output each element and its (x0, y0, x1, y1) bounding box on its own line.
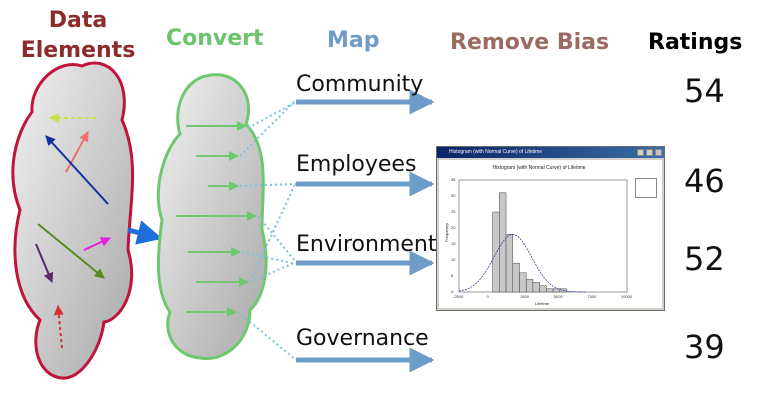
histogram-bar (505, 234, 514, 293)
x-tick-label: 2500 (520, 294, 530, 299)
rating-employees: 46 (684, 162, 725, 200)
data-elements-cloud (11, 61, 135, 380)
category-employees: Employees (296, 152, 417, 177)
header-data-elements-line1: Data (48, 8, 108, 33)
y-tick-label: 25 (451, 209, 456, 214)
histogram-bar (519, 272, 527, 293)
y-tick-label: 0 (451, 289, 454, 294)
arrow-red-dotted (53, 305, 64, 349)
y-tick-label: 20 (451, 225, 456, 230)
x-tick-label: 5000 (553, 294, 563, 299)
mapping-lines (237, 99, 297, 361)
histogram-window[interactable]: Histogram (with Normal Curve) of Lifetim… (436, 146, 665, 311)
x-tick-label: 0 (486, 294, 489, 299)
category-governance: Governance (296, 326, 429, 351)
maximize-icon[interactable] (646, 149, 653, 156)
category-community: Community (296, 72, 424, 97)
y-tick-label: 35 (451, 177, 456, 182)
y-tick-label: 5 (451, 273, 454, 278)
rating-environment: 52 (684, 240, 725, 278)
header-map: Map (327, 28, 380, 53)
arrow-purple (35, 243, 54, 283)
histogram-legend (635, 178, 657, 198)
histogram-bar (539, 285, 547, 293)
x-tick-label: 10000 (621, 294, 633, 299)
convert-arrow (127, 220, 163, 245)
histogram-x-label: Lifetime (535, 301, 550, 306)
convert-arrows (176, 121, 257, 317)
histogram-bar (512, 262, 520, 293)
y-tick-label: 10 (451, 257, 456, 262)
histogram-plot-title: Histogram (with Normal Curve) of Lifetim… (492, 165, 586, 171)
x-tick-label: 7500 (587, 294, 597, 299)
category-environment: Environment (296, 232, 437, 257)
header-data-elements: Data Elements (8, 6, 148, 66)
arrow-salmon (65, 131, 89, 173)
histogram-bar (546, 288, 554, 293)
y-tick-label: 30 (451, 193, 456, 198)
header-data-elements-line2: Elements (20, 38, 136, 63)
histogram-chart (458, 179, 628, 293)
arrow-green (37, 223, 105, 279)
histogram-bar (532, 282, 540, 293)
histogram-window-title: Histogram (with Normal Curve) of Lifetim… (449, 149, 543, 155)
rating-community: 54 (684, 72, 725, 110)
histogram-plot-area: Histogram (with Normal Curve) of Lifetim… (439, 160, 662, 308)
histogram-bar (552, 288, 561, 293)
rating-governance: 39 (684, 328, 725, 366)
x-tick-label: -2500 (453, 294, 464, 299)
arrow-blue (45, 135, 109, 205)
minimize-icon[interactable] (637, 149, 644, 156)
header-convert: Convert (166, 26, 264, 51)
histogram-bar (499, 192, 507, 293)
arrow-magenta (83, 237, 111, 251)
histogram-bar (525, 278, 534, 293)
map-arrows (296, 89, 435, 373)
histogram-bar (492, 211, 500, 293)
histogram-titlebar[interactable]: Histogram (with Normal Curve) of Lifetim… (437, 147, 664, 158)
normal-curve (458, 234, 587, 293)
header-ratings: Ratings (648, 30, 743, 55)
header-remove-bias: Remove Bias (450, 30, 610, 55)
histogram-frame (458, 179, 628, 293)
y-tick-label: 15 (451, 241, 456, 246)
close-icon[interactable] (655, 149, 662, 156)
